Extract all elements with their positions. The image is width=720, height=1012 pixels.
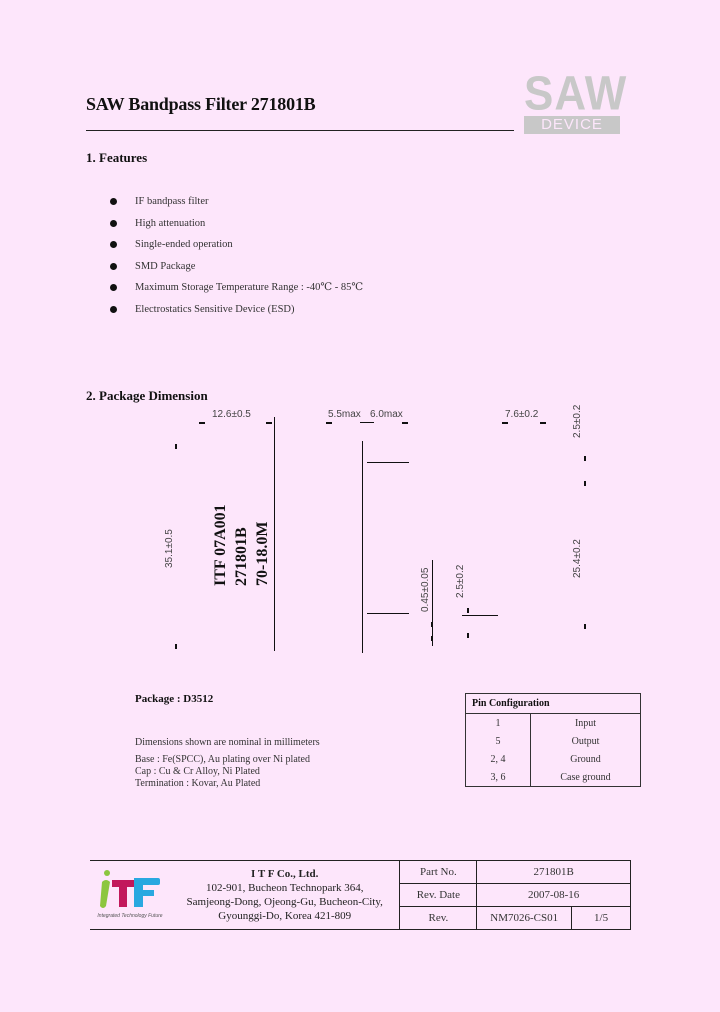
itf-logo-icon: Integrated Technology Future: [97, 869, 163, 919]
dim-arrow: [584, 624, 586, 629]
corner-mark: [175, 444, 177, 449]
side-view-base: [367, 613, 409, 614]
pin-function: Output: [530, 732, 641, 750]
dim-arrow: [431, 622, 433, 627]
bullet-icon: [110, 198, 117, 205]
marking-text: ITF 07A001 271801B 70-18.0M: [212, 504, 271, 586]
document-footer: Integrated Technology Future I T F Co., …: [90, 860, 631, 930]
note-line: Cap : Cu & Cr Alloy, Ni Plated: [135, 766, 260, 777]
table-row: 5 Output: [465, 732, 641, 750]
pin-number: 5: [465, 732, 531, 750]
dim-arrow: [402, 422, 408, 424]
pin-number: 3, 6: [465, 768, 531, 787]
side-view-lid: [367, 462, 409, 463]
lead-line: [432, 560, 433, 646]
feature-item: High attenuation: [110, 217, 363, 239]
dim-line: [462, 615, 498, 616]
dim-arrow: [502, 422, 508, 424]
rev-value: NM7026-CS01: [476, 906, 573, 930]
svg-text:Integrated Technology Future: Integrated Technology Future: [97, 913, 162, 919]
dim-lead-pitch: 2.5±0.2: [455, 564, 466, 598]
document-title: SAW Bandpass Filter 271801B: [86, 94, 316, 114]
part-no-label: Part No.: [399, 860, 478, 884]
rev-date-label: Rev. Date: [399, 883, 478, 907]
table-row: 2, 4 Ground: [465, 750, 641, 768]
side-view-edge: [362, 441, 363, 653]
pin-number: 1: [465, 713, 531, 732]
device-logo-label: DEVICE: [524, 116, 620, 134]
dim-arrow: [584, 456, 586, 461]
pin-config-heading: Pin Configuration: [465, 693, 641, 714]
pin-function: Case ground: [530, 768, 641, 787]
dim-length: 35.1±0.5: [164, 529, 175, 568]
bullet-icon: [110, 305, 117, 313]
table-row: 1 Input: [465, 713, 641, 732]
dim-arrow: [360, 422, 374, 423]
note-line: Dimensions shown are nominal in millimet…: [135, 737, 320, 748]
dim-width: 12.6±0.5: [212, 409, 251, 420]
feature-item: Single-ended operation: [110, 238, 363, 260]
address-line: 102-901, Bucheon Technopark 364,: [205, 882, 364, 894]
bullet-icon: [110, 219, 117, 227]
bullet-icon: [110, 241, 117, 248]
feature-item: Maximum Storage Temperature Range : -40℃…: [110, 281, 363, 303]
saw-logo-icon: SAW: [524, 66, 628, 121]
company-logo-cell: Integrated Technology Future: [90, 860, 170, 930]
package-dimension-heading: 2. Package Dimension: [86, 388, 208, 403]
dim-arrow: [326, 422, 332, 424]
top-view-edge: [274, 417, 275, 651]
dim-pin-offset: 2.5±0.2: [572, 404, 583, 438]
dim-arrow: [199, 422, 205, 424]
dim-arrow: [540, 422, 546, 424]
table-row: 3, 6 Case ground: [465, 768, 641, 787]
dim-pin-span: 25.4±0.2: [572, 539, 583, 578]
page-number: 1/5: [571, 906, 631, 930]
bullet-icon: [110, 284, 117, 291]
pin-number: 2, 4: [465, 750, 531, 768]
corner-mark: [175, 644, 177, 649]
pin-configuration-table: Pin Configuration 1 Input 5 Output 2, 4 …: [465, 693, 641, 787]
dim-height-max: 5.5max: [328, 409, 361, 420]
rev-label: Rev.: [399, 906, 478, 930]
pin-function: Ground: [530, 750, 641, 768]
features-heading: 1. Features: [86, 150, 148, 165]
package-label: Package : D3512: [135, 693, 214, 705]
rev-date-value: 2007-08-16: [476, 883, 631, 907]
dim-arrow: [467, 633, 469, 638]
dim-arrow: [584, 481, 586, 486]
feature-item: SMD Package: [110, 260, 363, 282]
dim-arrow: [431, 636, 433, 641]
part-no-value: 271801B: [476, 860, 631, 884]
address-line: Samjeong-Dong, Ojeong-Gu, Bucheon-City,: [186, 896, 383, 908]
package-notes: Dimensions shown are nominal in millimet…: [135, 737, 320, 790]
title-divider: [86, 130, 514, 131]
dim-side-width: 7.6±0.2: [505, 409, 539, 420]
note-line: Termination : Kovar, Au Plated: [135, 778, 261, 789]
features-list: IF bandpass filter High attenuation Sing…: [110, 195, 363, 324]
company-name: I T F Co., Ltd.: [251, 868, 319, 880]
company-info: I T F Co., Ltd. 102-901, Bucheon Technop…: [170, 860, 401, 930]
feature-item: IF bandpass filter: [110, 195, 363, 217]
dim-lead-thickness: 0.45±0.05: [420, 567, 431, 612]
dim-height-max-2: 6.0max: [370, 409, 403, 420]
dim-arrow: [467, 608, 469, 613]
address-line: Gyounggi-Do, Korea 421-809: [218, 910, 352, 922]
pin-function: Input: [530, 713, 641, 732]
dim-arrow: [266, 422, 272, 424]
feature-item: Electrostatics Sensitive Device (ESD): [110, 303, 363, 325]
bullet-icon: [110, 262, 117, 270]
note-line: Base : Fe(SPCC), Au plating over Ni plat…: [135, 754, 310, 765]
